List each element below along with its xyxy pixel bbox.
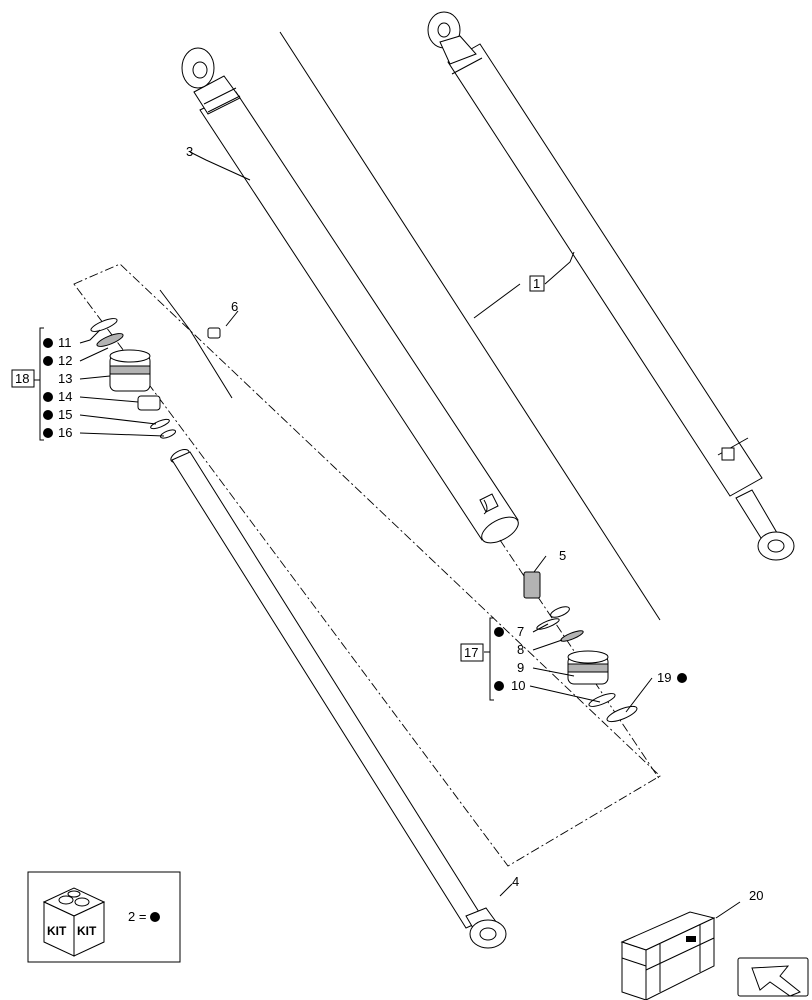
shipping-crate-icon (620, 911, 716, 1000)
cut-line (159, 289, 233, 399)
kit-18-bracket (39, 327, 44, 441)
kit-17-bracket (489, 617, 494, 701)
callout-10: 10 (511, 678, 525, 693)
callout-16: 16 (58, 425, 72, 440)
navigation-arrow-icon[interactable] (737, 957, 809, 997)
callout-14: 14 (58, 389, 72, 404)
leader-lines (79, 151, 741, 919)
piston-rod (170, 449, 507, 949)
piston-kit-parts (90, 318, 221, 439)
callout-6: 6 (231, 299, 238, 314)
callout-17-box (460, 643, 484, 662)
callout-9: 9 (517, 660, 524, 675)
legend-key-text: 2 = (128, 909, 146, 924)
callout-11: 11 (58, 335, 72, 350)
callout-18-box (11, 369, 35, 388)
callout-4: 4 (512, 874, 519, 889)
callout-1-box (529, 275, 545, 292)
callout-19: 19 (657, 670, 671, 685)
callout-7: 7 (517, 624, 524, 639)
callout-3: 3 (186, 144, 193, 159)
kit-box-icon: KIT KIT (42, 887, 106, 957)
callout-17: 17 (464, 645, 478, 660)
callout-15: 15 (58, 407, 72, 422)
assembly-outline (73, 263, 661, 867)
callout-8: 8 (517, 642, 524, 657)
kit-legend: KIT KIT 2 = (27, 871, 181, 963)
callout-13: 13 (58, 371, 72, 386)
barrel (181, 47, 519, 544)
callout-20: 20 (749, 888, 763, 903)
separator-line (279, 31, 661, 621)
svg-text:KIT: KIT (47, 924, 67, 938)
callout-5: 5 (559, 548, 566, 563)
callout-18: 18 (15, 371, 29, 386)
filled-dot-icon (43, 338, 687, 691)
svg-text:KIT: KIT (77, 924, 97, 938)
rod-end-parts (523, 571, 638, 723)
legend-dot-icon (150, 912, 160, 922)
callout-12: 12 (58, 353, 72, 368)
assembled-cylinder (427, 11, 795, 561)
callout-1: 1 (533, 276, 540, 291)
